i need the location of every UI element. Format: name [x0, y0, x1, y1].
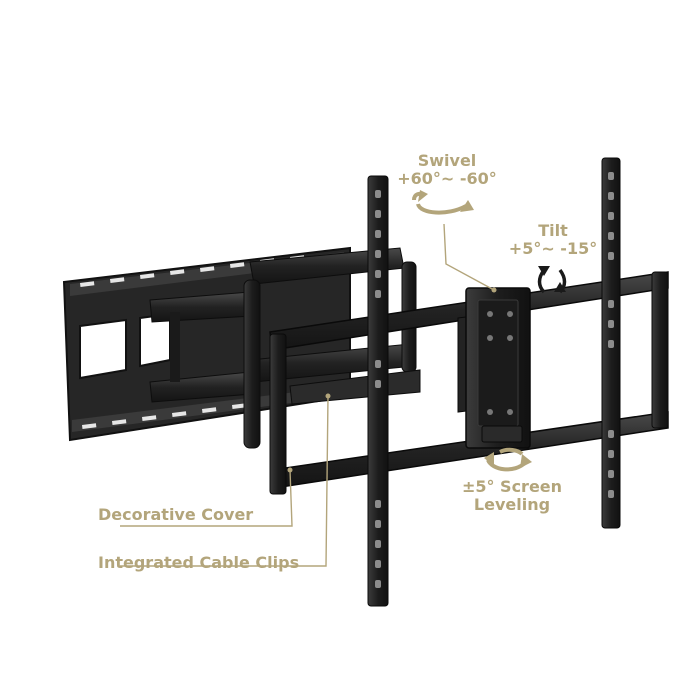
leveling-rotate-icon	[484, 447, 532, 472]
tilt-range: +5°~ -15°	[508, 238, 598, 258]
leveling-label: ±5° Screen Leveling	[456, 478, 568, 513]
cable-clips-leader-line	[120, 395, 329, 567]
callout-dots	[287, 287, 497, 473]
leveling-line1: ±5° Screen	[461, 477, 563, 496]
swivel-leader-line	[443, 223, 495, 291]
swivel-range: +60°~ -60°	[397, 168, 497, 188]
vertical-bracket-right	[601, 157, 621, 529]
leveling-line2: Leveling	[473, 494, 551, 514]
swivel-title: Swivel	[417, 151, 477, 170]
tilt-rotate-icon	[537, 266, 567, 294]
vertical-bracket-left	[367, 175, 389, 607]
decorative-cover-label: Decorative Cover	[98, 505, 254, 524]
swivel-label: Swivel +60°~ -60°	[392, 152, 502, 187]
callout-lines	[120, 223, 495, 567]
swivel-rotate-icon	[412, 190, 474, 215]
tilt-label: Tilt +5°~ -15°	[498, 222, 608, 257]
cable-clips-label: Integrated Cable Clips	[98, 553, 300, 572]
tilt-title: Tilt	[538, 221, 568, 240]
decorative-cover-leader-line	[120, 469, 293, 527]
tilt-swivel-plate	[457, 287, 531, 449]
